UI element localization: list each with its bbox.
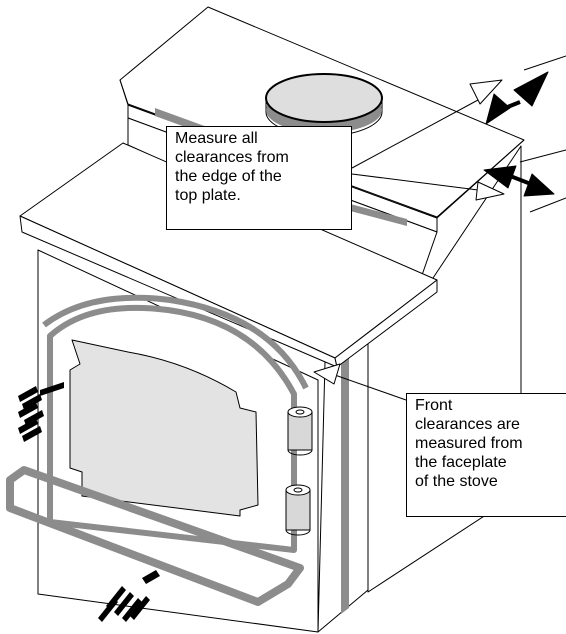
leader-arrow-front	[313, 363, 341, 385]
upper-arrow-head-left	[485, 93, 511, 125]
leader-arrow-top-a	[469, 79, 503, 105]
callout-top-plate: Measure all clearances from the edge of …	[166, 126, 352, 230]
hinge-lower-pin	[293, 487, 303, 493]
front-air-control-marks	[98, 570, 160, 622]
flue-gap-slot-right	[335, 200, 407, 226]
hinge-lower-body	[285, 489, 311, 531]
stove-door	[42, 294, 309, 553]
leader-arrow-top-b	[475, 181, 505, 201]
flue-collar-top	[265, 73, 383, 123]
callout-faceplate: Front clearances are measured from the f…	[406, 393, 566, 517]
clearance-dimension-arrows	[483, 55, 566, 213]
callout-faceplate-line-3: measured from	[415, 435, 523, 452]
hinge-lower-shade	[285, 529, 311, 536]
hinge-upper-body	[287, 411, 313, 451]
lower-arrow-head-left	[483, 165, 517, 189]
flue-collar	[265, 73, 383, 137]
door-glass	[69, 339, 259, 517]
upper-arrow-head-right	[513, 71, 549, 107]
door-hinge-upper	[287, 406, 313, 456]
hinge-upper-pin	[295, 409, 305, 415]
callout-faceplate-line-1: Front	[415, 397, 453, 414]
side-trim-strip	[341, 355, 349, 614]
callout-faceplate-line-5: of the stove	[415, 473, 498, 490]
ash-lip-handle	[6, 466, 304, 606]
callout-top-plate-line-1: Measure all	[175, 130, 258, 147]
lower-arrow-head-right	[523, 173, 555, 197]
hinge-upper-shade	[287, 449, 313, 456]
callout-faceplate-line-4: the faceplate	[415, 454, 507, 471]
callout-top-plate-line-2: clearances from	[175, 149, 289, 166]
side-air-control-marks	[18, 382, 64, 442]
lower-plate-right-edge	[334, 279, 438, 368]
callout-top-plate-line-4: top plate.	[175, 187, 241, 204]
callout-top-plate-line-3: the edge of the	[175, 168, 282, 185]
callout-faceplate-line-2: clearances are	[415, 416, 520, 433]
door-arch-outer	[42, 294, 309, 390]
door-hinge-lower	[285, 484, 311, 536]
callout-leader-lines	[313, 79, 505, 401]
